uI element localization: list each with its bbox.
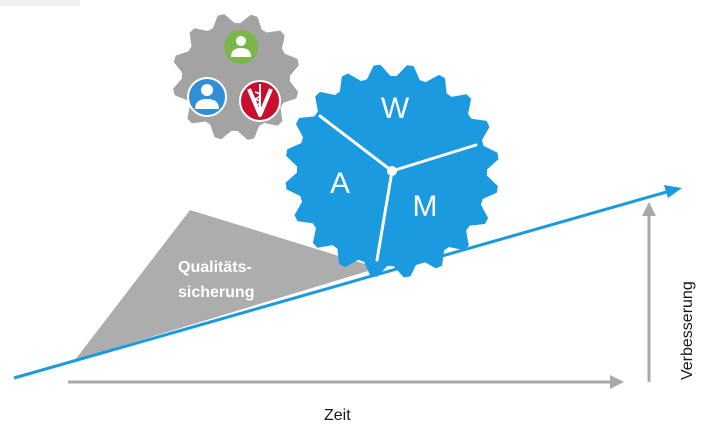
wedge-label-line1: Qualitäts- [178, 259, 252, 276]
wedge-label-line2: sicherung [178, 284, 254, 301]
person-icon [187, 77, 227, 117]
y-axis-label: Verbesserung [679, 281, 696, 380]
x-axis-label: Zeit [324, 407, 351, 424]
improvement-axis-arrowhead [642, 202, 656, 216]
caduceus-icon [239, 80, 281, 122]
improvement-slope [13, 189, 671, 380]
time-axis-arrowhead [610, 375, 624, 389]
person-icon [224, 30, 258, 64]
gear-letter-m: M [413, 190, 438, 223]
quality-wedge [75, 210, 378, 360]
gear-hub [387, 166, 397, 176]
corner-mark [0, 0, 80, 6]
gear-letter-a: A [330, 167, 350, 200]
gear-spokes [318, 114, 478, 262]
gear-letter-w: W [381, 92, 410, 125]
slope-arrowhead [664, 185, 682, 198]
